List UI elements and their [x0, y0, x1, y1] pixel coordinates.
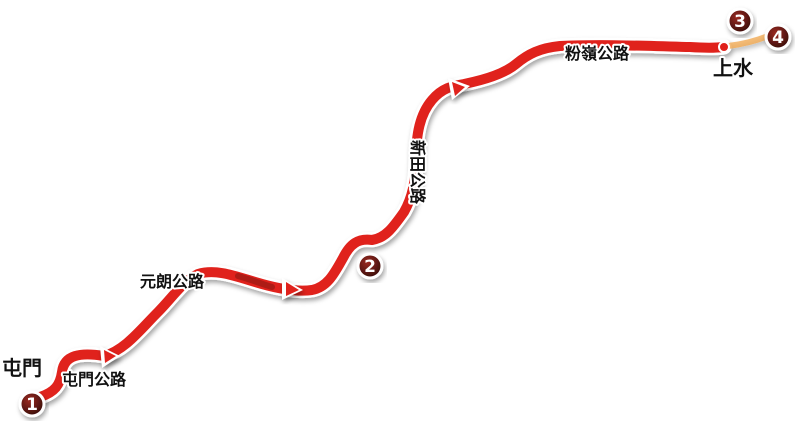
marker-4: 4 [764, 23, 792, 51]
direction-arrow-icon [100, 346, 120, 368]
road-label-fanling: 粉嶺公路 [565, 44, 630, 63]
marker-1: 1 [18, 390, 46, 418]
route-line [32, 33, 771, 405]
marker-2: 2 [356, 252, 384, 280]
end-place-label: 上水 [713, 56, 754, 80]
direction-arrow-icon [282, 278, 303, 300]
svg-text:2: 2 [364, 257, 376, 277]
start-place-label: 屯門 [2, 356, 42, 380]
road-label-yuen-long: 元朗公路 [140, 272, 205, 291]
svg-text:3: 3 [734, 12, 746, 32]
direction-arrow-icon [448, 78, 470, 100]
road-label-san-tin: 新田公路 [408, 140, 427, 205]
road-label-tuen-mun: 屯門公路 [62, 370, 127, 389]
svg-text:4: 4 [772, 28, 784, 48]
location-marker-icon [718, 41, 730, 53]
marker-3: 3 [726, 7, 754, 35]
svg-text:1: 1 [26, 395, 38, 415]
